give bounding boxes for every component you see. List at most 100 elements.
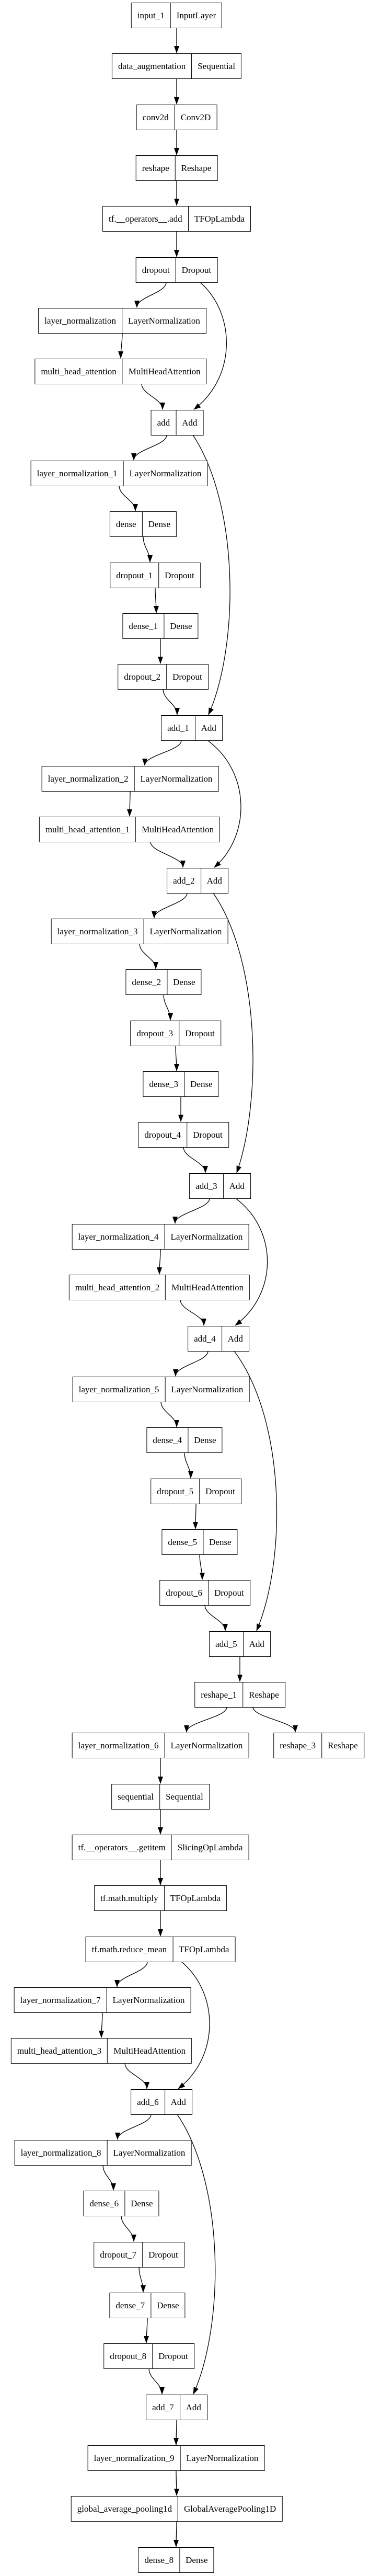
layer-name: multi_head_attention_2 [75, 1282, 160, 1292]
layer-name: dense [115, 519, 136, 529]
edge-add_1-to-layer_normalization_2 [142, 740, 182, 766]
layer-name: layer_normalization [44, 315, 117, 326]
layer-type: TFOpLambda [188, 207, 250, 231]
layer-type: Dense [167, 970, 201, 994]
layer-type: Dropout [142, 2242, 184, 2267]
node-reshape: reshape Reshape [135, 155, 218, 181]
layer-type: Reshape [242, 1682, 285, 1707]
layer-type: Sequential [191, 54, 241, 78]
layer-type: LayerNormalization [106, 1988, 191, 2012]
layer-name: tf.__operators__.getitem [78, 1842, 166, 1852]
layer-name: layer_normalization_7 [20, 1995, 101, 2005]
layer-name: dense_3 [149, 1079, 179, 1089]
layer-name: data_augmentation [118, 61, 186, 71]
node-dropout_1: dropout_1 Dropout [110, 563, 201, 588]
layer-type: LayerNormalization [107, 2140, 191, 2165]
edge-reshape_1-to-layer_normalization_6 [184, 1707, 227, 1733]
edge-dense_2-to-dropout_3 [163, 994, 173, 1021]
layer-type: LayerNormalization [134, 766, 218, 791]
layer-type: Dropout [175, 258, 217, 282]
layer-name: add [157, 417, 170, 428]
layer-name: add_5 [215, 1639, 237, 1649]
layer-name: dropout_1 [116, 570, 153, 580]
layer-name: tf.math.reduce_mean [91, 1944, 167, 1954]
edge-dropout-to-add [193, 282, 227, 410]
layer-type: Add [200, 868, 228, 893]
edge-add-to-add_1 [192, 434, 230, 715]
layer-name: dense_6 [89, 2198, 119, 2208]
layer-type: Dense [164, 614, 198, 638]
layer-type: MultiHeadAttention [165, 1275, 249, 1300]
edge-add_6-to-add_7 [177, 2114, 216, 2395]
node-multi_head_attention_2: multi_head_attention_2 MultiHeadAttention [68, 1275, 250, 1300]
edge-dropout_7-to-dense_7 [138, 2266, 146, 2293]
layer-type: Sequential [159, 1784, 209, 1809]
edge-add_1-to-add_2 [207, 740, 241, 868]
edge-layer_normalization_4-to-multi_head_attention_2 [157, 1249, 163, 1275]
layer-type: Dense [124, 2191, 158, 2216]
node-add_2: add_2 Add [167, 868, 228, 894]
layer-name: tf.math.multiply [100, 1893, 158, 1903]
layer-name: dropout_2 [124, 671, 161, 682]
node-dense_6: dense_6 Dense [83, 2191, 159, 2216]
layer-name: tf.__operators__.add [108, 213, 182, 224]
layer-name: layer_normalization_2 [48, 773, 129, 784]
edge-add_3-to-layer_normalization_4 [172, 1198, 210, 1224]
layer-type: TFOpLambda [164, 1886, 226, 1910]
layer-type: Dropout [158, 563, 200, 588]
layer-type: GlobalAveragePooling1D [178, 2497, 282, 2521]
edge-dropout_3-to-dense_3 [174, 1045, 179, 1071]
edge-dense_6-to-dropout_7 [121, 2215, 136, 2242]
layer-name: add_3 [195, 1181, 217, 1191]
layer-type: MultiHeadAttention [122, 359, 206, 384]
layer-type: Add [223, 1174, 250, 1198]
edge-dropout_8-to-add_7 [148, 2368, 165, 2395]
layer-type: Dropout [152, 2344, 194, 2368]
layer-name: dense_2 [132, 977, 161, 987]
edge-add-to-layer_normalization_1 [131, 434, 167, 461]
edge-tf-math-reduce_mean-to-add_6 [178, 1961, 210, 2089]
layer-type: LayerNormalization [164, 1224, 249, 1249]
layer-name: multi_head_attention_1 [45, 824, 130, 834]
layer-type: Dense [179, 2548, 213, 2572]
node-add_3: add_3 Add [189, 1173, 251, 1199]
layer-name: add_2 [173, 875, 195, 886]
layer-name: layer_normalization_4 [78, 1231, 159, 1242]
layer-name: dropout_4 [144, 1129, 181, 1140]
layer-type: LayerNormalization [122, 308, 206, 333]
edge-multi_head_attention_1-to-add_2 [150, 841, 186, 868]
edge-add_3-to-add_4 [235, 1198, 268, 1326]
layer-name: reshape [142, 163, 169, 173]
edge-layer_normalization-to-multi_head_attention [118, 333, 124, 359]
edge-layer_normalization_7-to-multi_head_attention_3 [99, 2012, 105, 2038]
layer-type: Add [164, 2090, 192, 2114]
edge-layer_normalization_3-to-dense_2 [139, 943, 158, 969]
edge-add_2-to-add_3 [213, 892, 253, 1173]
layer-type: Reshape [175, 156, 217, 180]
edge-layer_normalization_1-to-dense [119, 485, 138, 511]
layer-name: dense_5 [168, 1537, 198, 1547]
